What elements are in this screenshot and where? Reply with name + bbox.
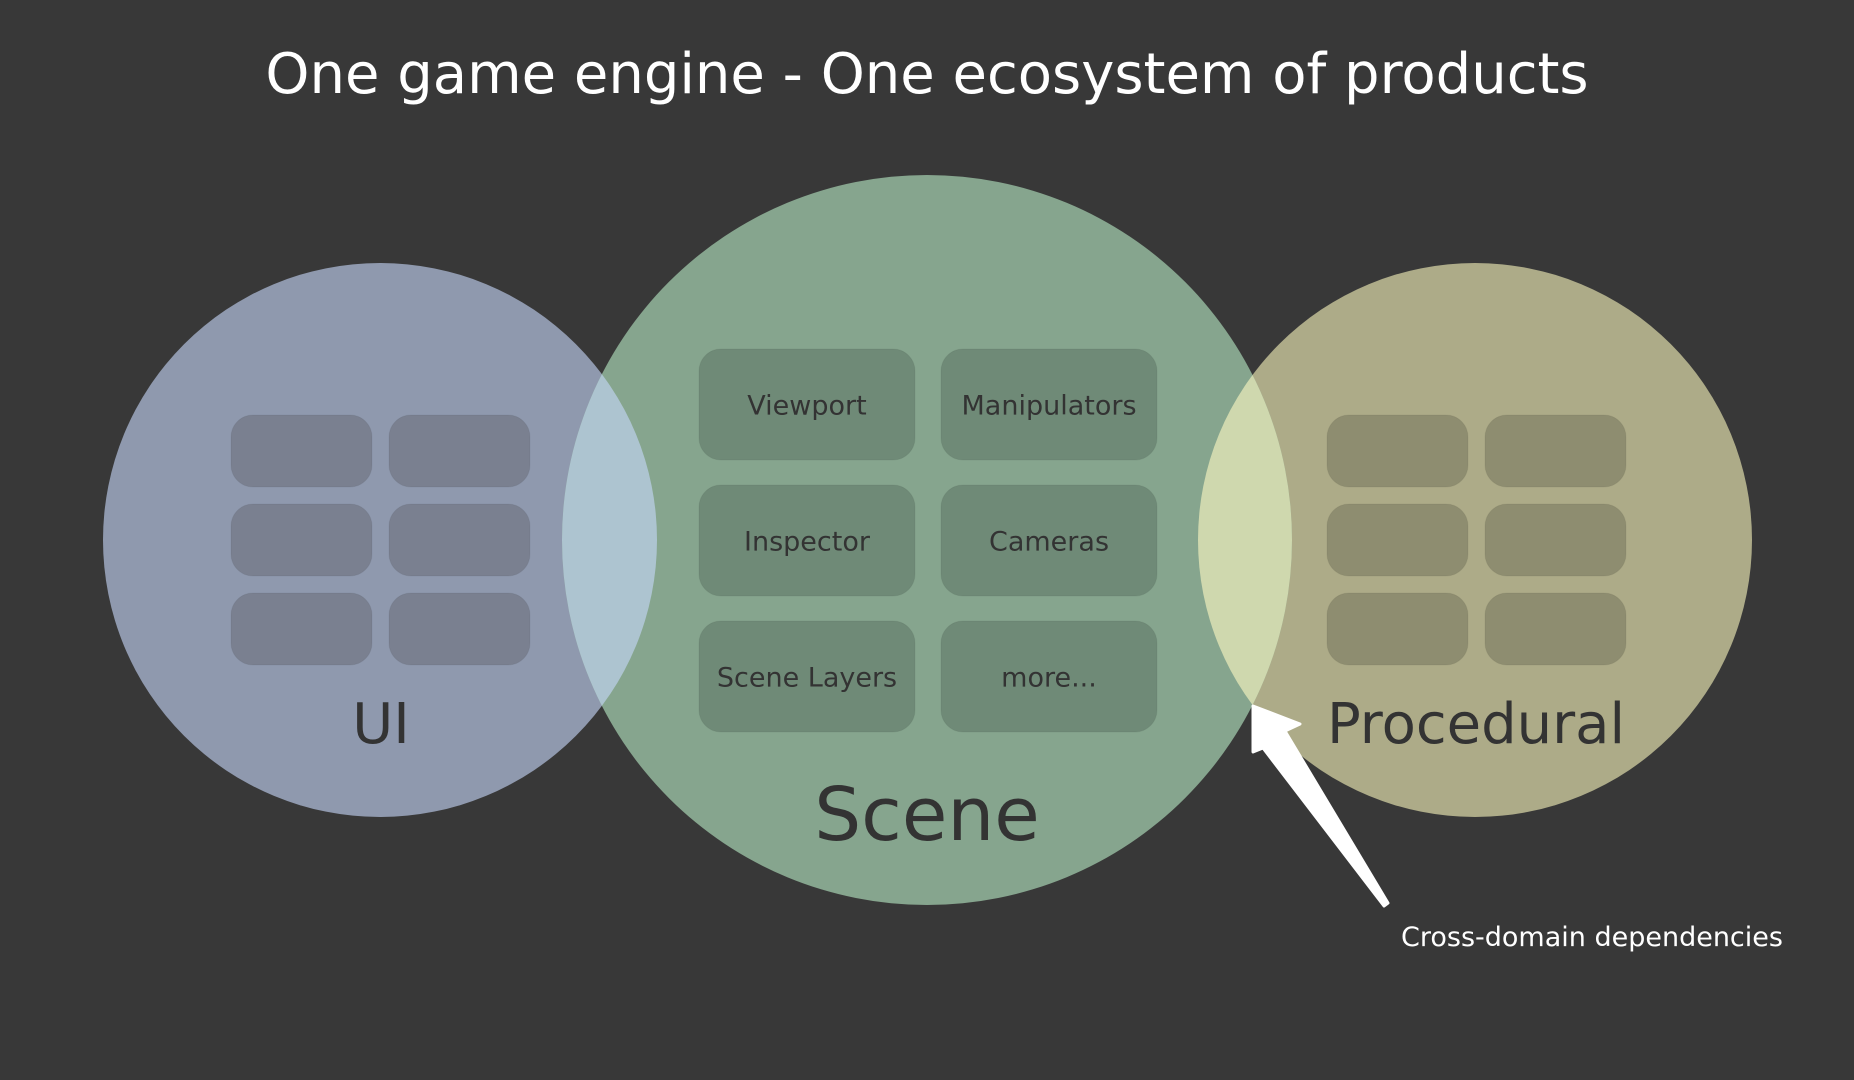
procedural-item-box	[1484, 414, 1627, 488]
cross-domain-dependencies-label: Cross-domain dependencies	[1401, 922, 1783, 953]
scene-item-box	[698, 348, 916, 461]
ui-item-box	[388, 592, 531, 666]
procedural-domain-circle	[1198, 263, 1752, 817]
procedural-item-box	[1326, 592, 1469, 666]
scene-item-label: Manipulators	[961, 391, 1136, 422]
ui-item-box	[230, 592, 373, 666]
procedural-item-box	[1326, 414, 1469, 488]
scene-item-label: Inspector	[744, 527, 871, 558]
scene-item-box	[940, 348, 1158, 461]
ui-item-box	[388, 503, 531, 577]
ui-domain-circle	[103, 263, 657, 817]
diagram-title: One game engine - One ecosystem of produ…	[265, 42, 1589, 107]
ui-items-grid	[230, 414, 531, 666]
arrow-icon	[1251, 704, 1390, 908]
scene-item-label: Viewport	[747, 391, 866, 422]
ui-item-box	[388, 414, 531, 488]
ui-domain-label: UI	[352, 692, 410, 757]
procedural-items-grid	[1326, 414, 1627, 666]
scene-domain-label: Scene	[814, 772, 1040, 858]
scene-item-label: Scene Layers	[717, 663, 897, 694]
scene-item-box	[698, 484, 916, 597]
procedural-item-box	[1484, 592, 1627, 666]
scene-item-box	[940, 620, 1158, 733]
scene-item-label: more...	[1001, 663, 1097, 694]
scene-item-box	[698, 620, 916, 733]
procedural-item-box	[1484, 503, 1627, 577]
scene-item-label: Cameras	[989, 527, 1109, 558]
procedural-item-box	[1326, 503, 1469, 577]
ui-item-box	[230, 503, 373, 577]
scene-item-box	[940, 484, 1158, 597]
procedural-domain-label: Procedural	[1327, 692, 1625, 757]
ui-item-box	[230, 414, 373, 488]
